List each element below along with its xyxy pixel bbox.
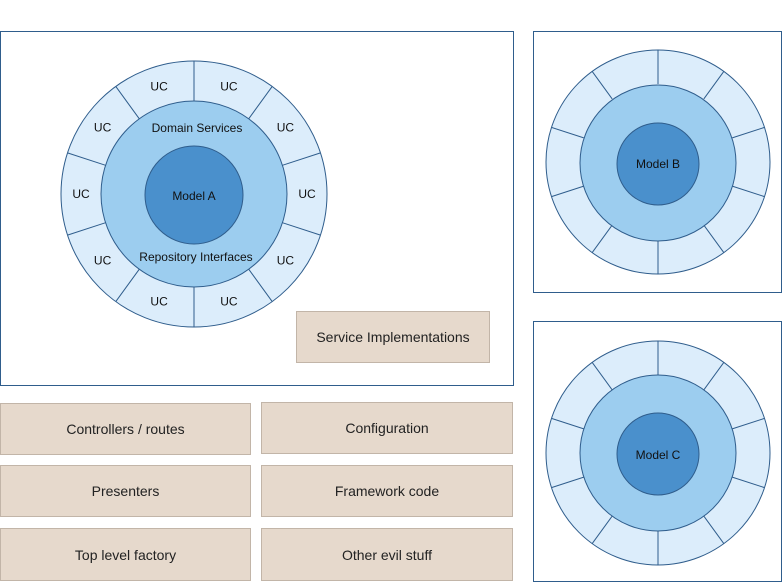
ring-divider bbox=[551, 476, 584, 489]
ring-divider bbox=[703, 224, 725, 253]
ring-divider bbox=[703, 515, 725, 544]
use-case-label: UC bbox=[298, 187, 316, 201]
model-a-use-case-dividers bbox=[67, 61, 321, 327]
model-b-onion: Model B bbox=[545, 49, 771, 275]
presenters-box: Presenters bbox=[0, 465, 251, 517]
use-case-label: UC bbox=[150, 80, 168, 94]
controllers-routes-box: Controllers / routes bbox=[0, 403, 251, 455]
ring-divider bbox=[732, 476, 765, 489]
model-b-ring-dividers bbox=[551, 50, 765, 274]
ring-divider bbox=[732, 417, 765, 430]
use-case-divider bbox=[248, 268, 273, 302]
model-b-core-label: Model B bbox=[636, 157, 680, 171]
model-a-onion: UC UC UC UC UC UC UC UC UC UC Domain Services Rep… bbox=[60, 60, 328, 328]
use-case-divider bbox=[115, 268, 140, 302]
ring-divider bbox=[551, 126, 584, 139]
use-case-divider bbox=[67, 152, 106, 166]
use-case-label: UC bbox=[277, 253, 295, 267]
use-case-divider bbox=[282, 152, 321, 166]
use-case-label: UC bbox=[72, 187, 90, 201]
service-implementations-box: Service Implementations bbox=[296, 311, 490, 363]
ring-divider bbox=[591, 515, 613, 544]
use-case-label: UC bbox=[94, 121, 112, 135]
framework-code-box: Framework code bbox=[261, 465, 513, 517]
ring-divider bbox=[591, 362, 613, 391]
use-case-label: UC bbox=[150, 295, 168, 309]
model-a-core-label: Model A bbox=[172, 189, 215, 203]
use-case-divider bbox=[67, 222, 106, 236]
use-case-divider bbox=[282, 222, 321, 236]
ring-divider bbox=[591, 71, 613, 100]
model-a-use-case-labels: UC UC UC UC UC UC UC UC UC UC bbox=[72, 80, 316, 309]
top-level-factory-box: Top level factory bbox=[0, 528, 251, 581]
use-case-divider bbox=[115, 86, 140, 120]
model-c-onion: Model C bbox=[545, 340, 771, 566]
use-case-label: UC bbox=[220, 295, 238, 309]
ring-divider bbox=[732, 185, 765, 198]
model-a-domain-services-label: Domain Services bbox=[152, 121, 243, 135]
model-c-core bbox=[616, 412, 700, 496]
model-b-core bbox=[616, 122, 700, 206]
model-a-repository-interfaces-label: Repository Interfaces bbox=[139, 250, 252, 264]
ring-divider bbox=[551, 185, 584, 198]
other-evil-stuff-box: Other evil stuff bbox=[261, 528, 513, 581]
model-c-core-label: Model C bbox=[636, 448, 681, 462]
use-case-label: UC bbox=[94, 253, 112, 267]
use-case-divider bbox=[248, 86, 273, 120]
model-a-core bbox=[144, 145, 244, 245]
ring-divider bbox=[703, 362, 725, 391]
ring-divider bbox=[591, 224, 613, 253]
ring-divider bbox=[551, 417, 584, 430]
ring-divider bbox=[732, 126, 765, 139]
use-case-label: UC bbox=[220, 80, 238, 94]
ring-divider bbox=[703, 71, 725, 100]
model-c-ring-dividers bbox=[551, 341, 765, 565]
configuration-box: Configuration bbox=[261, 402, 513, 454]
use-case-label: UC bbox=[277, 121, 295, 135]
